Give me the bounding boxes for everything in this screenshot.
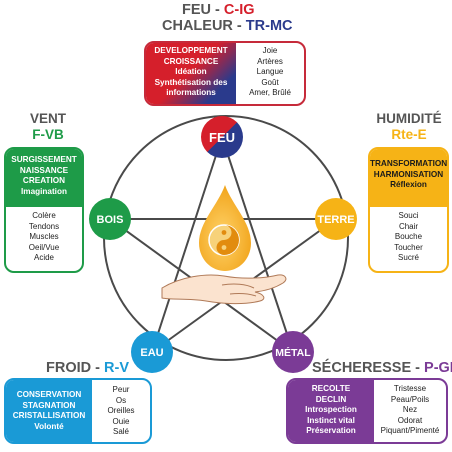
terre-actions: TRANSFORMATION HARMONISATION Réflexion bbox=[370, 149, 447, 207]
metal-associations: Tristesse Peau/Poils Nez Odorat Piquant/… bbox=[380, 384, 440, 436]
eau-title: FROID - R-V bbox=[46, 360, 129, 376]
eau-card: CONSERVATION STAGNATION CRISTALLISATION … bbox=[4, 378, 152, 444]
metal-card: RECOLTE DECLIN Introspection Instinct vi… bbox=[286, 378, 448, 444]
hand-icon bbox=[161, 274, 287, 305]
feu-card: DEVELOPPEMENT CROISSANCE Idéation Synthé… bbox=[144, 41, 306, 106]
bois-title: VENT F-VB bbox=[29, 111, 66, 143]
eau-actions: CONSERVATION STAGNATION CRISTALLISATION … bbox=[6, 380, 92, 442]
node-terre-label: TERRE bbox=[317, 214, 354, 226]
node-bois-label: BOIS bbox=[97, 214, 124, 226]
node-metal-label: MÉTAL bbox=[275, 346, 311, 359]
node-eau-label: EAU bbox=[140, 347, 163, 359]
yin-yang-icon bbox=[208, 224, 240, 256]
terre-title: HUMIDITÉ Rte-E bbox=[376, 111, 442, 143]
feu-title: FEU - C-IG bbox=[182, 2, 255, 18]
feu-associations: Joie Artères Langue Goût Amer, Brûlé bbox=[249, 46, 291, 98]
node-terre-circle bbox=[315, 198, 357, 240]
bois-actions: SURGISSEMENT NAISSANCE CREATION Imaginat… bbox=[6, 149, 82, 207]
node-feu-label: FEU bbox=[209, 130, 235, 145]
node-eau-circle bbox=[131, 331, 173, 373]
bois-card: SURGISSEMENT NAISSANCE CREATION Imaginat… bbox=[4, 147, 84, 273]
node-metal-circle bbox=[272, 331, 314, 373]
metal-title: SÉCHERESSE - P-GI bbox=[312, 360, 452, 376]
node-feu-circle bbox=[201, 116, 243, 158]
feu-actions: DEVELOPPEMENT CROISSANCE Idéation Synthé… bbox=[146, 43, 236, 104]
metal-actions: RECOLTE DECLIN Introspection Instinct vi… bbox=[288, 380, 374, 442]
eau-associations: Peur Os Oreilles Ouie Salé bbox=[107, 385, 135, 437]
node-bois-circle bbox=[89, 198, 131, 240]
terre-associations: Souci Chair Bouche Toucher Sucré bbox=[394, 211, 423, 263]
bois-associations: Colère Tendons Muscles Oeil/Vue Acide bbox=[28, 211, 60, 263]
terre-card: TRANSFORMATION HARMONISATION Réflexion S… bbox=[368, 147, 449, 273]
feu-subtitle: CHALEUR - TR-MC bbox=[162, 18, 293, 34]
